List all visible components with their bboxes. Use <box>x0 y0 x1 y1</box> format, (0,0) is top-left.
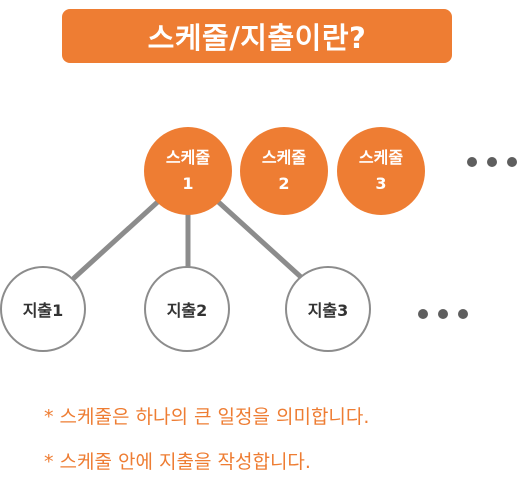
schedule-number: 2 <box>278 174 290 193</box>
schedule-label: 스케줄 <box>261 148 307 167</box>
expense-label: 지출2 <box>166 301 208 320</box>
schedule-number: 1 <box>182 174 194 193</box>
connector-line-1 <box>71 195 165 281</box>
expense-label: 지출1 <box>22 301 64 320</box>
expense-node-1: 지출1 <box>0 266 86 352</box>
expense-node-2: 지출2 <box>144 266 230 352</box>
ellipsis-dot <box>487 157 497 167</box>
schedule-node-1: 스케줄 1 <box>144 127 232 215</box>
schedule-label: 스케줄 <box>358 148 404 167</box>
ellipsis-dot <box>507 157 517 167</box>
ellipsis-dot <box>438 309 448 319</box>
expense-label: 지출3 <box>307 301 349 320</box>
title-banner: 스케줄/지출이란? <box>62 9 452 63</box>
ellipsis-dot <box>418 309 428 319</box>
expense-node-3: 지출3 <box>285 266 371 352</box>
page-title: 스케줄/지출이란? <box>147 21 367 55</box>
ellipsis-dot <box>458 309 468 319</box>
connector-line-3 <box>211 195 305 281</box>
more-expenses-ellipsis <box>418 309 468 319</box>
ellipsis-dot <box>467 157 477 167</box>
note-line-2: * 스케줄 안에 지출을 작성합니다. <box>44 451 311 473</box>
more-schedules-ellipsis <box>467 157 517 167</box>
schedule-node-3: 스케줄 3 <box>337 127 425 215</box>
note-line-1: * 스케줄은 하나의 큰 일정을 의미합니다. <box>44 406 370 428</box>
schedule-number: 3 <box>375 174 387 193</box>
schedule-node-2: 스케줄 2 <box>240 127 328 215</box>
schedule-label: 스케줄 <box>165 148 211 167</box>
